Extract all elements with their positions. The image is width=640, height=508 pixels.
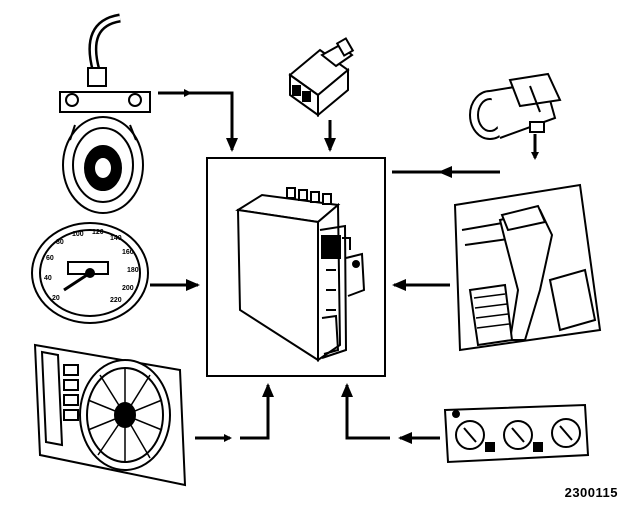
- dial-number: 60: [46, 255, 54, 262]
- dial-number: 80: [56, 239, 64, 246]
- dial-number: 140: [110, 235, 122, 242]
- dial-number: 200: [122, 285, 134, 292]
- dial-number: 100: [72, 231, 84, 238]
- speedometer-icon: [31, 222, 149, 324]
- arrow-climate-to-ecu: [341, 383, 390, 440]
- arrow-fan-to-ecu: [240, 383, 274, 440]
- dial-number: 20: [52, 295, 60, 302]
- dial-number: 120: [92, 229, 104, 236]
- gear-selector-icon: [453, 183, 602, 352]
- control-unit: [206, 157, 386, 377]
- arrows: [150, 89, 539, 444]
- dial-number: 40: [44, 275, 52, 282]
- dial-number: 180: [127, 267, 139, 274]
- control-unit-icon: [235, 187, 366, 362]
- air-mass-meter-icon: [469, 72, 562, 140]
- speedometer-dial-numbers: 20 40 60 80 100 120 140 160 180 200 220: [44, 229, 139, 304]
- dial-number: 220: [110, 297, 122, 304]
- dial-number: 160: [122, 249, 134, 256]
- radiator-fan-icon: [33, 343, 187, 487]
- arrow-crank-to-ecu: [190, 91, 238, 152]
- figure-reference-number: 2300115: [564, 485, 618, 500]
- coolant-temperature-sensor-icon: [288, 37, 355, 118]
- crankshaft-position-sensor-icon: [59, 13, 151, 214]
- climate-control-panel-icon: [443, 403, 590, 464]
